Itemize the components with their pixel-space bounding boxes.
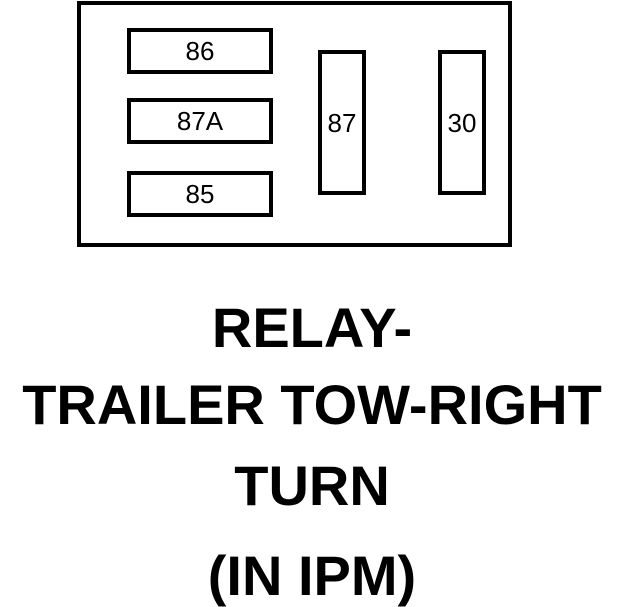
pin-86: 86 xyxy=(127,28,273,74)
pin-30-label: 30 xyxy=(447,107,477,138)
pin-30: 30 xyxy=(438,50,486,195)
caption-line-3: TURN xyxy=(234,454,390,517)
pin-87a-label: 87A xyxy=(176,106,224,136)
pin-85-label: 85 xyxy=(185,179,215,209)
relay-outline xyxy=(77,1,512,247)
caption-line-4: (IN IPM) xyxy=(207,544,417,607)
caption-line-1: RELAY- xyxy=(211,296,413,359)
pin-85: 85 xyxy=(127,171,273,217)
pin-87: 87 xyxy=(318,50,366,195)
pin-87a: 87A xyxy=(127,98,273,144)
pin-87-label: 87 xyxy=(327,107,357,138)
caption-line-2: TRAILER TOW-RIGHT xyxy=(22,373,602,436)
pin-86-label: 86 xyxy=(185,36,215,66)
